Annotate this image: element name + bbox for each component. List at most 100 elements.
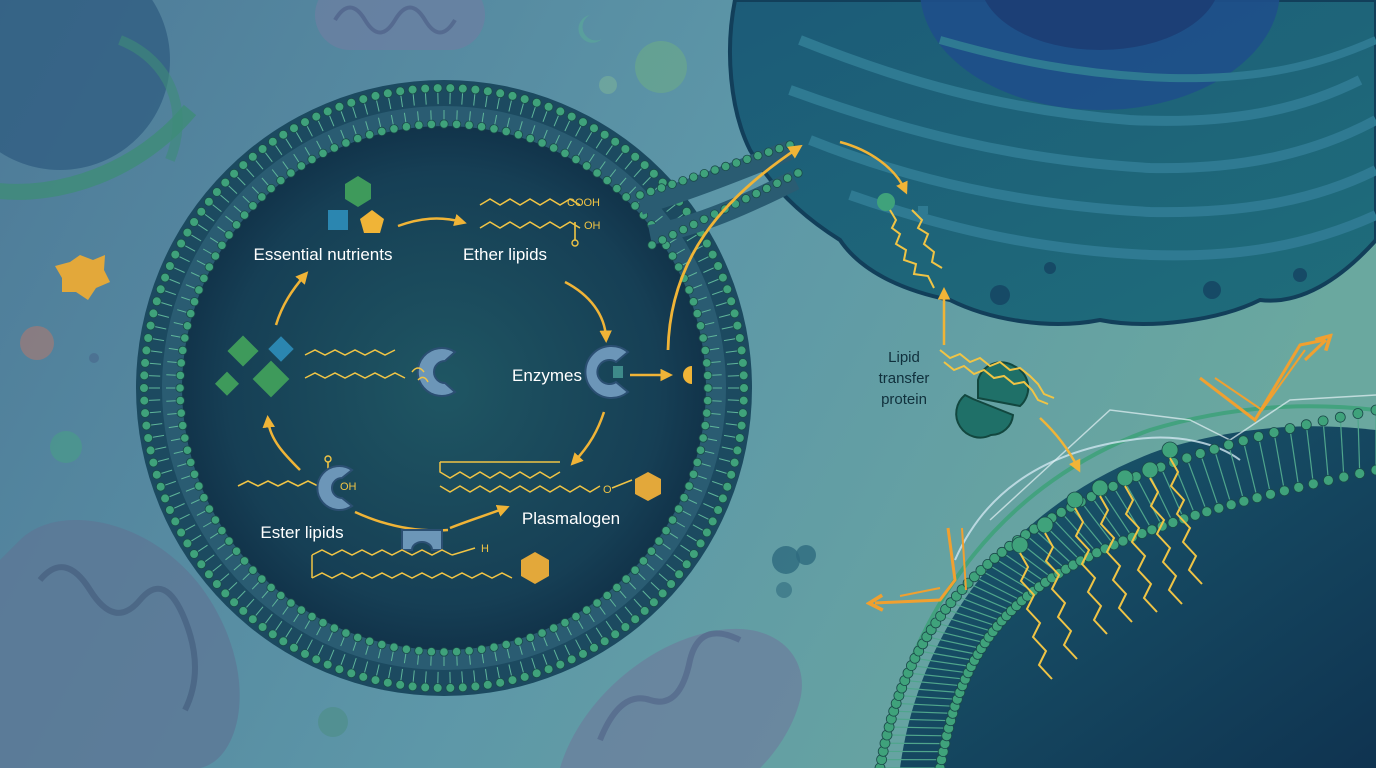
lipid-head [180,333,190,343]
lipid-head [732,320,743,331]
lipid-tail [306,639,313,651]
lipid-tail [712,290,724,296]
lipid-head [571,154,581,164]
lipid-head [495,88,506,99]
lipid-head [210,251,220,261]
membrane-signal-arrows [875,340,1326,603]
lipid-head [589,123,599,133]
lipid-head [238,606,249,616]
lipid-head [346,668,357,679]
lipid-tail [328,114,335,127]
lipid-tail [1228,444,1245,502]
lipid-tail [1123,481,1153,531]
label-lipid-transfer-line1: Lipid [888,349,920,366]
lipid-head [401,644,411,654]
lipid-tail [531,641,536,651]
lipid-tail [202,521,213,528]
lipid-head [684,481,694,491]
lipid-head [639,160,650,170]
lipid-tail [352,657,357,670]
lipid-head [657,588,668,599]
lipid-tail [531,657,536,670]
lipid-tail [642,176,652,186]
lipid-head [204,569,214,580]
lipid-head [674,262,684,272]
lipid-tail [190,272,201,278]
lipid-head [322,659,333,670]
lipid-tail [227,582,238,591]
lipid-tail [725,350,738,353]
lipid-tail [204,554,215,563]
lipid-tail [686,234,698,242]
lipid-head [674,569,684,580]
lipid-head [1300,419,1312,431]
lipid-tail [190,498,201,504]
lipid-head [382,677,393,688]
lipid-head [278,129,289,140]
lipid-tail [710,361,721,363]
lipid-head [267,136,278,147]
lipid-head [582,605,592,615]
lipid-tail [219,194,230,203]
lipid-head [420,682,431,693]
lipid-head [286,168,296,178]
lipid-head [464,120,474,130]
lipid-head [753,151,763,161]
lipid-tail [400,668,403,681]
lipid-head [334,102,345,112]
lipid-head [346,97,357,108]
lipid-head [1370,404,1376,416]
lipid-head [649,597,659,608]
lipid-tail [956,595,1007,617]
lipid-tail [306,125,313,137]
lipid-tail [658,573,669,582]
enzyme-small-icon [401,529,443,551]
lipid-tail [554,134,560,145]
lipid-head [688,297,699,307]
lipid-tail [588,613,595,623]
lipid-tail [328,649,335,662]
lipid-head [358,94,369,104]
lipid-head [248,565,258,575]
lipid-head [464,646,474,656]
lipid-head [1146,524,1158,536]
lipid-head [969,571,980,583]
lipid-head [229,168,239,179]
lipid-head [1251,492,1263,504]
lipid-head [722,481,733,492]
lipid-head [489,642,499,652]
lipid-head [1213,502,1225,514]
lipid-tail [898,695,958,700]
lipid-tail [236,176,246,186]
lipid-tail [284,137,293,149]
lipid-tail [675,521,686,528]
lipid-tail [615,613,624,625]
lipid-tail [543,636,548,647]
lipid-tail [914,657,972,668]
lipid-head [178,345,188,355]
lipid-tail [904,679,963,687]
lipid-head [311,111,322,122]
lipid-head [1178,513,1190,525]
lipid-head [278,636,289,647]
lipid-head [589,642,599,653]
label-plasmalogen: Plasmalogen [522,509,620,528]
lipid-tail [197,223,208,232]
lipid-head [612,183,622,194]
lipid-head [482,86,493,96]
lipid-tail [196,510,207,516]
lipid-head [703,370,713,380]
lipid-head [370,91,381,101]
lipid-head [1293,481,1305,493]
plasmalogen-tail [1099,495,1133,623]
lipid-tail [209,237,219,244]
lipid-head [334,664,345,674]
lipid-tail [251,581,260,590]
lipid-tail [150,423,163,426]
lipid-head [982,559,994,570]
background-mitochondrion-top [315,0,485,50]
lipid-head [139,383,149,393]
lipid-tail [274,620,283,632]
lipid-tail [698,513,710,521]
lipid-head [1253,431,1264,442]
